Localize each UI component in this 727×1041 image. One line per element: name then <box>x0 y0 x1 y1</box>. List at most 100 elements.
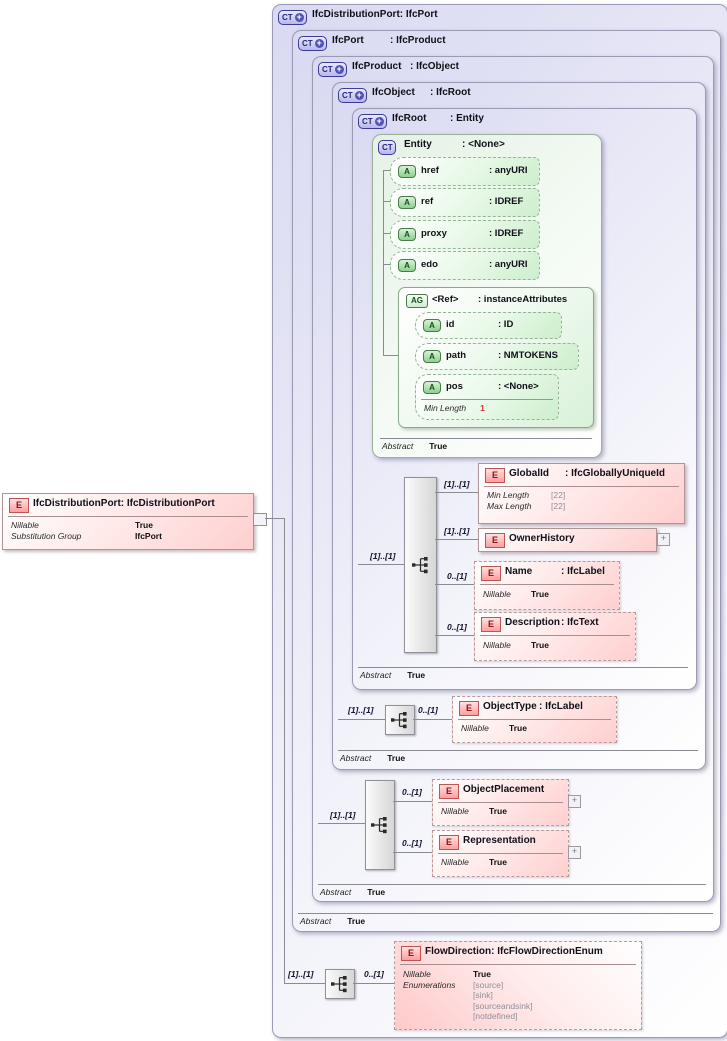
connector-line <box>435 584 474 585</box>
badge-label: CT <box>282 13 293 22</box>
connector-line <box>265 518 284 519</box>
element-badge: E <box>459 701 479 716</box>
cardinality-label: [1]..[1] <box>370 551 396 561</box>
collapse-toggle-icon[interactable]: + <box>354 90 364 100</box>
constraint-row: Min Length 1 <box>424 403 485 413</box>
enum-value: [source] <box>473 979 504 990</box>
abstract-label: Abstract <box>300 916 332 926</box>
attribute-badge: A <box>423 319 441 332</box>
prop-label: Enumerations <box>403 979 456 990</box>
complextype-badge[interactable]: CT+ <box>358 114 387 129</box>
attribute-name: edo <box>421 259 438 270</box>
attribute-badge: A <box>398 228 416 241</box>
complextype-badge[interactable]: CT+ <box>338 88 367 103</box>
element-title: FlowDirection: IfcFlowDirectionEnum <box>425 946 603 957</box>
attribute-proxy: A proxy : IDREF <box>390 220 540 249</box>
element-badge: E <box>485 533 505 548</box>
base-type: : <None> <box>462 139 505 150</box>
container-title: Entity: <None> <box>404 139 505 150</box>
attribute-name: href <box>421 165 439 176</box>
attribute-name: proxy <box>421 228 447 239</box>
sequence-icon <box>410 556 428 574</box>
element-type: : IfcText <box>561 617 599 628</box>
element-objectplacement[interactable]: E ObjectPlacement Nillable True <box>432 779 569 826</box>
element-name[interactable]: E Name: IfcLabel Nillable True <box>474 561 620 610</box>
cardinality-label: 0..[1] <box>402 787 422 797</box>
base-type: : IfcRoot <box>430 87 471 98</box>
footer-divider <box>338 750 698 751</box>
badge-label: CT <box>362 117 373 126</box>
collapse-toggle-icon[interactable]: + <box>374 116 384 126</box>
element-title: Representation <box>463 835 536 846</box>
prop-label: Nillable <box>483 640 511 650</box>
prop-label: Nillable <box>441 806 469 816</box>
expand-icon[interactable]: + <box>657 533 670 546</box>
attribute-name: pos <box>446 381 463 392</box>
attribute-title: proxy : IDREF <box>421 228 523 239</box>
badge-label: CT <box>302 39 313 48</box>
element-badge: E <box>481 566 501 581</box>
element-globalid[interactable]: E GlobalId: IfcGloballyUniqueId Min Leng… <box>478 463 685 524</box>
element-name: Description <box>505 617 561 628</box>
divider <box>480 635 630 636</box>
abstract-value: True <box>407 670 426 680</box>
element-props: Nillable True <box>461 723 527 734</box>
complextype-badge[interactable]: CT+ <box>298 36 327 51</box>
expand-icon[interactable]: + <box>568 795 581 808</box>
constraint-label: Min Length <box>424 403 467 413</box>
element-description[interactable]: E Description: IfcText Nillable True <box>474 612 636 661</box>
attribute-type: : ID <box>498 319 514 330</box>
element-props: Nillable True <box>441 857 507 868</box>
sequence-icon <box>390 711 408 729</box>
element-flowdirection[interactable]: E FlowDirection: IfcFlowDirectionEnum Ni… <box>394 941 642 1030</box>
attribute-badge: A <box>398 259 416 272</box>
prop-value: True <box>531 589 549 599</box>
abstract-value: True <box>367 887 386 897</box>
sequence-indicator <box>365 780 395 870</box>
element-title: ObjectType: IfcLabel <box>483 701 583 712</box>
attribute-title: edo: anyURI <box>421 259 528 270</box>
complextype-badge[interactable]: CT+ <box>278 10 307 25</box>
container-title: IfcPort: IfcProduct <box>332 35 446 46</box>
container-title: IfcProduct: IfcObject <box>352 61 459 72</box>
attribute-type: : <None> <box>498 381 539 392</box>
prop-value: [22] <box>551 500 566 511</box>
attribute-path: A path: NMTOKENS <box>415 343 579 370</box>
expand-icon[interactable]: + <box>568 846 581 859</box>
divider <box>438 853 563 854</box>
prop-value: True <box>509 723 527 733</box>
element-ifcdistributionport[interactable]: E IfcDistributionPort: IfcDistributionPo… <box>2 493 254 550</box>
attribute-type: : IDREF <box>489 228 524 239</box>
connector-line <box>393 801 432 802</box>
prop-label: Max Length <box>487 500 532 511</box>
element-ownerhistory[interactable]: E OwnerHistory <box>478 528 657 552</box>
element-props: Nillable True <box>483 589 549 600</box>
element-name: ObjectPlacement <box>463 784 545 795</box>
prop-label: Substitution Group <box>11 530 82 541</box>
prop-value: True <box>489 857 507 867</box>
prop-label: Nillable <box>441 857 469 867</box>
attribute-title: ref: IDREF <box>421 196 523 207</box>
prop-label: Nillable <box>11 520 39 530</box>
footer-divider <box>318 884 706 885</box>
constraint-value: 1 <box>480 403 485 413</box>
footer-divider <box>380 438 592 439</box>
element-name: Representation <box>463 835 536 846</box>
element-representation[interactable]: E Representation Nillable True <box>432 830 569 877</box>
collapse-toggle-icon[interactable]: + <box>334 64 344 74</box>
collapse-toggle-icon[interactable]: + <box>314 38 324 48</box>
divider <box>8 516 248 517</box>
attribute-name: path <box>446 350 467 361</box>
complextype-badge[interactable]: CT+ <box>318 62 347 77</box>
attribute-type: : anyURI <box>489 165 528 176</box>
divider <box>421 399 553 400</box>
element-objecttype[interactable]: E ObjectType: IfcLabel Nillable True <box>452 696 617 743</box>
badge-label: CT <box>382 143 393 152</box>
element-type: : IfcLabel <box>561 566 605 577</box>
collapse-toggle-icon[interactable]: + <box>294 12 304 22</box>
complextype-badge[interactable]: CT <box>378 140 396 155</box>
